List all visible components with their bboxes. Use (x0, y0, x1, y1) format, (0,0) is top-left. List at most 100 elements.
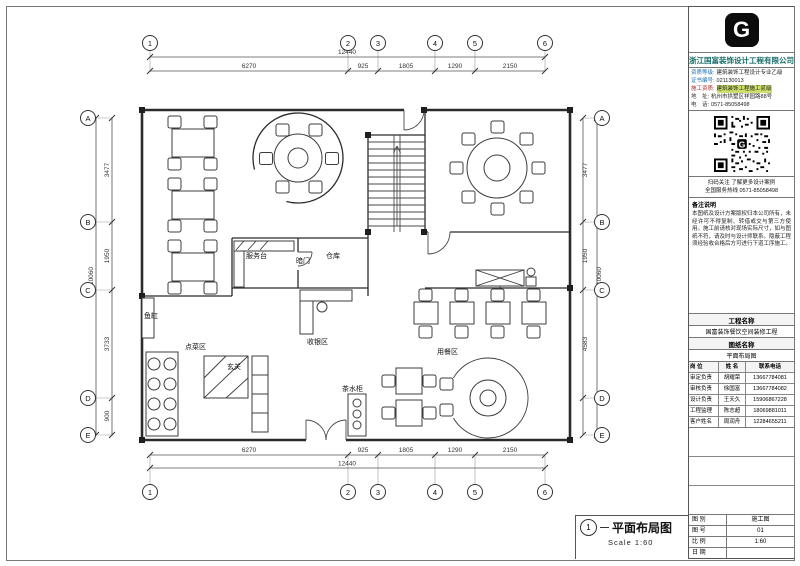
person-role: 审定负责 (689, 373, 719, 383)
exterior-walls (140, 108, 572, 442)
tv-console (475, 267, 537, 288)
fish-tank (141, 297, 155, 339)
grid-col-1b: 1 (148, 488, 152, 497)
meta-value: 01 (757, 528, 764, 534)
meta-label: 图 别 (689, 515, 727, 525)
meta-value: 施工图 (751, 517, 770, 523)
person-role: 设计负责 (689, 395, 719, 405)
dim-bot-2: 925 (358, 447, 369, 454)
grid-col-4: 4 (433, 39, 437, 48)
person-name: 胡耀荣 (719, 373, 746, 383)
info-value: 杭州市拱墅区祥园路88号 (711, 94, 773, 100)
dim-top-3: 1805 (399, 63, 414, 70)
grid-row-e: E (85, 431, 90, 440)
info-value: 建筑装饰工程施工贰级 (716, 85, 772, 93)
label-ordering: 点菜区 (185, 342, 206, 351)
dim-bot-3: 1805 (399, 447, 414, 454)
grid-col-4b: 4 (433, 488, 437, 497)
dim-right-3: 4583 (582, 336, 589, 351)
people-header-name: 姓 名 (719, 362, 746, 372)
dim-top-total: 12440 (338, 49, 356, 56)
service-counter (233, 240, 295, 288)
label-fish-tank: 鱼缸 (144, 311, 158, 320)
title-divider-line (600, 527, 609, 528)
floorplan-drawing: 12440 6270 925 1805 1290 2150 6270 925 1… (80, 35, 610, 500)
label-service-desk: 服务台 (246, 251, 267, 260)
grid-row-a-r: A (599, 114, 604, 123)
sheet-name-label: 图纸名称 (689, 338, 794, 350)
door-swings (297, 109, 451, 441)
label-storage: 仓库 (326, 251, 340, 260)
info-label: 施工资质: (691, 86, 715, 92)
person-phone: 12284655211 (753, 419, 787, 425)
grid-col-2: 2 (346, 39, 350, 48)
person-role: 客户姓名 (689, 417, 719, 427)
label-dining: 用餐区 (437, 347, 458, 356)
grid-row-c: C (85, 286, 91, 295)
label-tea-cabinet: 茶水柜 (342, 384, 363, 393)
meta-label: 日 期 (689, 548, 727, 558)
info-label: 电 话: (691, 102, 710, 108)
sheet-name-value: 平面布局图 (689, 350, 794, 362)
info-value: 021130013 (716, 78, 744, 84)
grid-row-a: A (85, 114, 90, 123)
foyer-mat (203, 355, 269, 433)
round-table-center (259, 123, 339, 194)
logo-section: G (689, 7, 794, 53)
qr-center-logo: G (738, 139, 745, 149)
project-name-value: 国富装饰餐饮空间装修工程 (689, 326, 794, 338)
qr-code: G (713, 115, 770, 172)
grid-col-1: 1 (148, 39, 152, 48)
cashier-desk (299, 289, 353, 335)
person-phone: 13667784081 (753, 375, 787, 381)
dim-left-3: 3733 (104, 336, 111, 351)
grid-row-d-r: D (599, 394, 605, 403)
grid-col-5: 5 (473, 39, 477, 48)
grid-row-b: B (85, 218, 90, 227)
grid-row-d: D (85, 394, 91, 403)
structural-columns (139, 107, 573, 443)
dimension-labels: 12440 6270 925 1805 1290 2150 6270 925 1… (88, 49, 603, 468)
meta-label: 比 例 (689, 537, 727, 547)
tea-area-tables (381, 367, 437, 427)
title-block: G 浙江国富装饰设计工程有限公司 资质等级:建筑装饰工程设计专业乙级 证书编号:… (688, 6, 794, 559)
label-foyer: 玄关 (227, 362, 241, 371)
grid-col-6b: 6 (543, 488, 547, 497)
company-logo: G (724, 12, 759, 47)
dim-left-total: 10060 (88, 267, 95, 285)
ordering-display-cooler (145, 351, 179, 437)
person-role: 工程监理 (689, 406, 719, 416)
company-info-rows: 资质等级:建筑装饰工程设计专业乙级 证书编号:021130013 施工资质:建筑… (689, 68, 794, 111)
person-phone: 15906867228 (753, 397, 787, 403)
room-labels: 服务台 暗门 仓库 收银区 点菜区 玄关 茶水柜 用餐区 鱼缸 (144, 251, 458, 393)
info-value: 0571-85058498 (711, 102, 750, 108)
label-hidden-door: 暗门 (296, 256, 310, 265)
dim-right-total: 10060 (596, 267, 603, 285)
drawing-number-circle: 1 (580, 519, 597, 536)
dim-top-2: 925 (358, 63, 369, 70)
meta-value (727, 548, 794, 558)
person-role: 审核负责 (689, 384, 719, 394)
grid-extension-lines (95, 50, 594, 484)
spare-rows (689, 428, 794, 514)
notes-box: 备注说明 本图纸及设计方案版权归本公司所有，未经许可不得复制、转借或交与第三方使… (689, 198, 794, 314)
qr-section: G (689, 111, 794, 177)
people-header-role: 岗 位 (689, 362, 719, 372)
dim-bot-1: 6270 (242, 447, 257, 454)
drawing-number: 1 (586, 523, 591, 532)
logo-letter: G (732, 16, 751, 42)
dining-tables-row (413, 288, 547, 339)
info-label: 证书编号: (691, 78, 715, 84)
qr-caption-2: 全国服务热线 0571-85058498 (704, 188, 779, 194)
staircase (368, 135, 425, 232)
qr-caption-1: 扫码关注 了解更多设计案例 (707, 180, 776, 186)
dim-top-1: 6270 (242, 63, 257, 70)
dim-top-5: 2150 (503, 63, 518, 70)
people-header-phone: 联系电话 (758, 364, 781, 370)
dim-left-4: 900 (104, 410, 111, 421)
person-phone: 18069881011 (753, 408, 787, 414)
booth-seating-area (167, 115, 218, 295)
person-name: 周润舟 (719, 417, 746, 427)
